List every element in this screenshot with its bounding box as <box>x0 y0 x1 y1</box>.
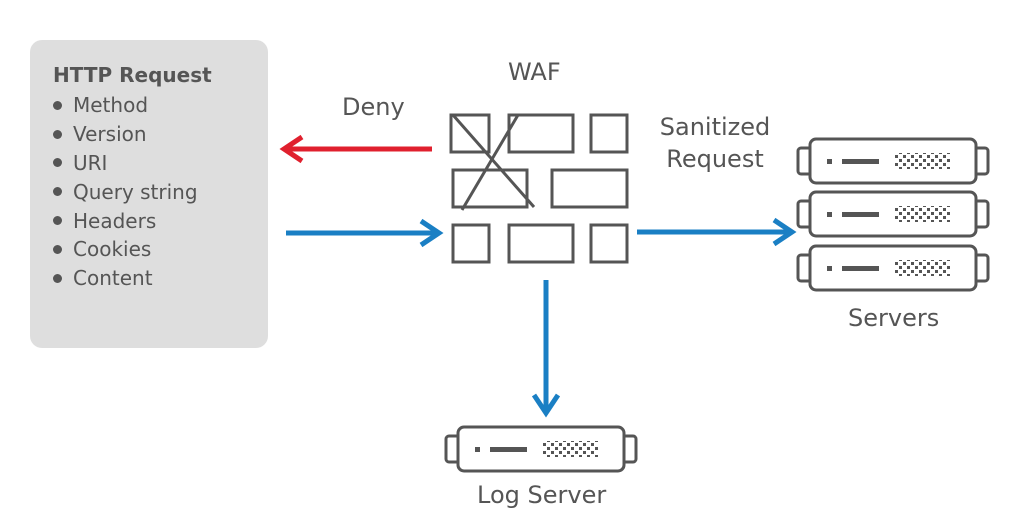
sanitized-request-arrow <box>637 217 797 247</box>
bullet-icon <box>53 187 62 197</box>
request-item-cookies: Cookies <box>53 235 198 264</box>
request-item-method: Method <box>53 91 198 120</box>
bullet-icon <box>53 129 62 139</box>
log-server-icon <box>444 425 638 473</box>
http-request-list: Method Version URI Query string Headers … <box>53 91 198 293</box>
request-item-content: Content <box>53 264 198 293</box>
log-arrow <box>531 280 561 418</box>
server-icon <box>796 190 990 238</box>
server-icon <box>796 137 990 185</box>
wall-icon <box>449 113 629 264</box>
request-item-query-string: Query string <box>53 177 198 206</box>
http-request-title: HTTP Request <box>53 63 212 87</box>
request-item-headers: Headers <box>53 206 198 235</box>
servers-label: Servers <box>848 304 940 332</box>
http-request-panel <box>30 40 268 348</box>
bullet-icon <box>53 273 62 283</box>
deny-label: Deny <box>342 93 405 121</box>
bullet-icon <box>53 158 62 168</box>
deny-arrow <box>279 134 432 164</box>
incoming-request-arrow <box>286 218 444 248</box>
bullet-icon <box>53 216 62 226</box>
log-server-label: Log Server <box>477 481 607 509</box>
sanitized-request-label: Sanitized Request <box>659 113 771 173</box>
bullet-icon <box>53 100 62 110</box>
server-icon <box>796 244 990 292</box>
bullet-icon <box>53 244 62 254</box>
server-stack <box>796 137 990 292</box>
request-item-version: Version <box>53 120 198 149</box>
request-item-uri: URI <box>53 149 198 178</box>
waf-label: WAF <box>508 58 561 86</box>
